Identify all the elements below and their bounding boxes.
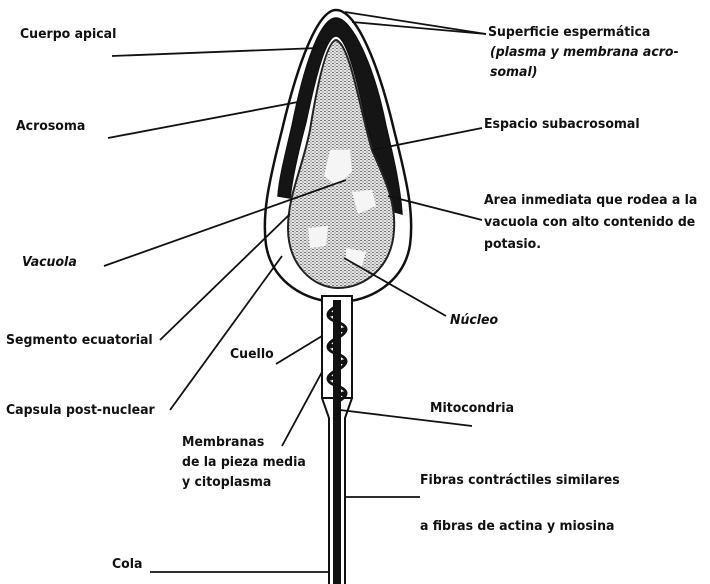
leader-acrosoma xyxy=(108,102,298,138)
label-area-2: vacuola con alto contenido de xyxy=(484,212,695,231)
label-area-3: potasio. xyxy=(484,234,541,253)
label-nucleo: Núcleo xyxy=(450,310,498,329)
label-superficie-1: Superficie espermática xyxy=(488,22,650,41)
leader-capsula-post-nuclear xyxy=(170,256,282,410)
leader-cuerpo-apical xyxy=(112,48,318,56)
label-fibras-1: Fibras contráctiles similares xyxy=(420,470,620,489)
label-vacuola: Vacuola xyxy=(22,252,77,271)
label-membranas-3: y citoplasma xyxy=(182,472,271,491)
label-superficie-3: somal) xyxy=(490,62,538,81)
label-mitocondria: Mitocondria xyxy=(430,398,514,417)
label-cola: Cola xyxy=(112,554,142,573)
leader-cuello xyxy=(276,336,322,364)
leader-membranas xyxy=(282,372,322,446)
label-membranas-1: Membranas xyxy=(182,432,264,451)
label-capsula-post-nuclear: Capsula post-nuclear xyxy=(6,400,155,419)
label-espacio-subacrosomal: Espacio subacrosomal xyxy=(484,114,640,133)
label-fibras-2: a fibras de actina y miosina xyxy=(420,516,614,535)
leader-segmento-ecuatorial xyxy=(160,214,290,340)
label-superficie-2: (plasma y membrana acro- xyxy=(490,42,679,61)
label-cuello: Cuello xyxy=(230,344,274,363)
label-acrosoma: Acrosoma xyxy=(16,116,85,135)
label-cuerpo-apical: Cuerpo apical xyxy=(20,24,116,43)
label-segmento-ecuatorial: Segmento ecuatorial xyxy=(6,330,153,349)
label-membranas-2: de la pieza media xyxy=(182,452,306,471)
tail-fibers xyxy=(333,300,341,584)
label-area-1: Area inmediata que rodea a la xyxy=(484,190,697,209)
